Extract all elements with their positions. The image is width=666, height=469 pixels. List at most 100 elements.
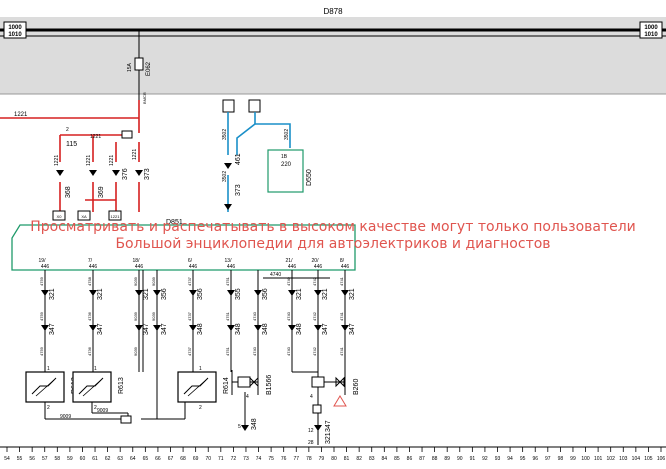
scale-label: 97 — [545, 456, 551, 462]
blue-connector-2 — [248, 99, 261, 113]
wire-code: 4759 — [39, 311, 44, 321]
scale-label: 72 — [231, 456, 237, 462]
wire-code: 4742 — [312, 276, 317, 286]
connector-code: 347 — [161, 323, 168, 335]
right-tag-bottom: 1010 — [644, 32, 658, 38]
scale-label: 78 — [306, 456, 312, 462]
blue-wire3: 3502 — [284, 129, 290, 140]
wire-code: 4740 — [286, 276, 291, 286]
wire-code-lower: 4737 — [187, 346, 192, 356]
wire-code: 4741 — [339, 276, 344, 286]
red-wires — [0, 100, 140, 212]
connector-code: 347 — [97, 323, 104, 335]
pin-bottom-label: 446 — [341, 264, 350, 270]
wire-code: 4751 — [225, 311, 230, 321]
valve2-code2: 321 — [325, 432, 332, 444]
col376-wire: 1221 — [109, 155, 115, 166]
scale-label: 106 — [657, 456, 666, 462]
scale-label: 67 — [168, 456, 174, 462]
wire-code-lower: 4759 — [39, 346, 44, 356]
pin-top-label: 20/ — [312, 258, 320, 264]
right-tag-top: 1000 — [644, 25, 658, 31]
connector-code: 347 — [322, 323, 329, 335]
scale-label: 103 — [619, 456, 628, 462]
red-connectors — [56, 170, 143, 176]
scale-label: 98 — [558, 456, 564, 462]
connector-code: 348 — [197, 323, 204, 335]
pin-top-label: 6/ — [188, 258, 193, 264]
valve2-pin4: 28 — [308, 440, 314, 446]
left-wire-code: 1221 — [14, 112, 28, 118]
scale-label: 55 — [17, 456, 23, 462]
pin-top-label: 13/ — [225, 258, 233, 264]
valve2-pin5: 12 — [308, 428, 314, 434]
connector-code: 347 — [49, 323, 56, 335]
sensor-pin1: 1 — [199, 366, 202, 372]
col373-wire: 1221 — [132, 149, 138, 160]
wire-code: 4736 — [87, 311, 92, 321]
valve1-pin2: 4 — [246, 394, 249, 400]
pin-columns: 19/4464759321475934747597/44647583214736… — [39, 258, 356, 372]
scale-label: 73 — [243, 456, 249, 462]
right-tag — [639, 21, 663, 39]
connector-arrow — [254, 290, 262, 296]
conn115-code: 115 — [66, 141, 77, 148]
scale-label: 60 — [80, 456, 86, 462]
connector-arrow — [227, 290, 235, 296]
scale-label: 69 — [193, 456, 199, 462]
scale-label: 64 — [130, 456, 136, 462]
scale-label: 57 — [42, 456, 48, 462]
connector-code: 321 — [97, 288, 104, 300]
scale-label: 104 — [632, 456, 641, 462]
blue-connector-1 — [222, 99, 235, 113]
left-tag — [3, 21, 27, 39]
scale-label: 77 — [293, 456, 299, 462]
connector-code: 347 — [143, 323, 150, 335]
scale-label: 91 — [470, 456, 476, 462]
sensor-pin2: 2 — [94, 405, 97, 411]
valve2-pin2: 4 — [310, 394, 313, 400]
connector-arrow — [135, 325, 143, 331]
valve1-name: B1566 — [266, 375, 273, 395]
connector-code: 321 — [322, 288, 329, 300]
ground-wire-b: 9009 — [97, 408, 108, 414]
scale-label: 54 — [4, 456, 10, 462]
valve1-pin3: 5 — [238, 424, 241, 430]
blue-wire2: 3502 — [222, 171, 228, 182]
sensor-r612: R61212 — [25, 366, 78, 411]
connector-arrow — [314, 290, 322, 296]
connector-arrow — [89, 290, 97, 296]
valve2-name: B260 — [353, 379, 360, 395]
small-box-a — [52, 210, 66, 221]
scale-label: 56 — [29, 456, 35, 462]
wire-code: 4741 — [339, 311, 344, 321]
scale-label: 66 — [155, 456, 161, 462]
scale-label: 86 — [407, 456, 413, 462]
watermark-line-1: Просматривать и распечатывать в высоком … — [30, 219, 636, 235]
sensor-name: R613 — [118, 377, 125, 394]
col373-code: 373 — [144, 168, 151, 180]
wire-code: 4737 — [187, 276, 192, 286]
scale-label: 70 — [205, 456, 211, 462]
watermark-line-2: Большой энциклопедии для автоэлектриков … — [115, 236, 551, 252]
scale-label: 84 — [382, 456, 388, 462]
pin-bottom-label: 446 — [227, 264, 236, 270]
connector-arrow — [254, 325, 262, 331]
scale-label: 75 — [268, 456, 274, 462]
small-box-c — [108, 210, 122, 221]
valve1-code: 348 — [251, 418, 258, 430]
scale-label: 68 — [180, 456, 186, 462]
col368-wire: 1221 — [54, 155, 60, 166]
scale-label: 95 — [520, 456, 526, 462]
sensor-pin2: 2 — [47, 405, 50, 411]
scale-label: 59 — [67, 456, 73, 462]
